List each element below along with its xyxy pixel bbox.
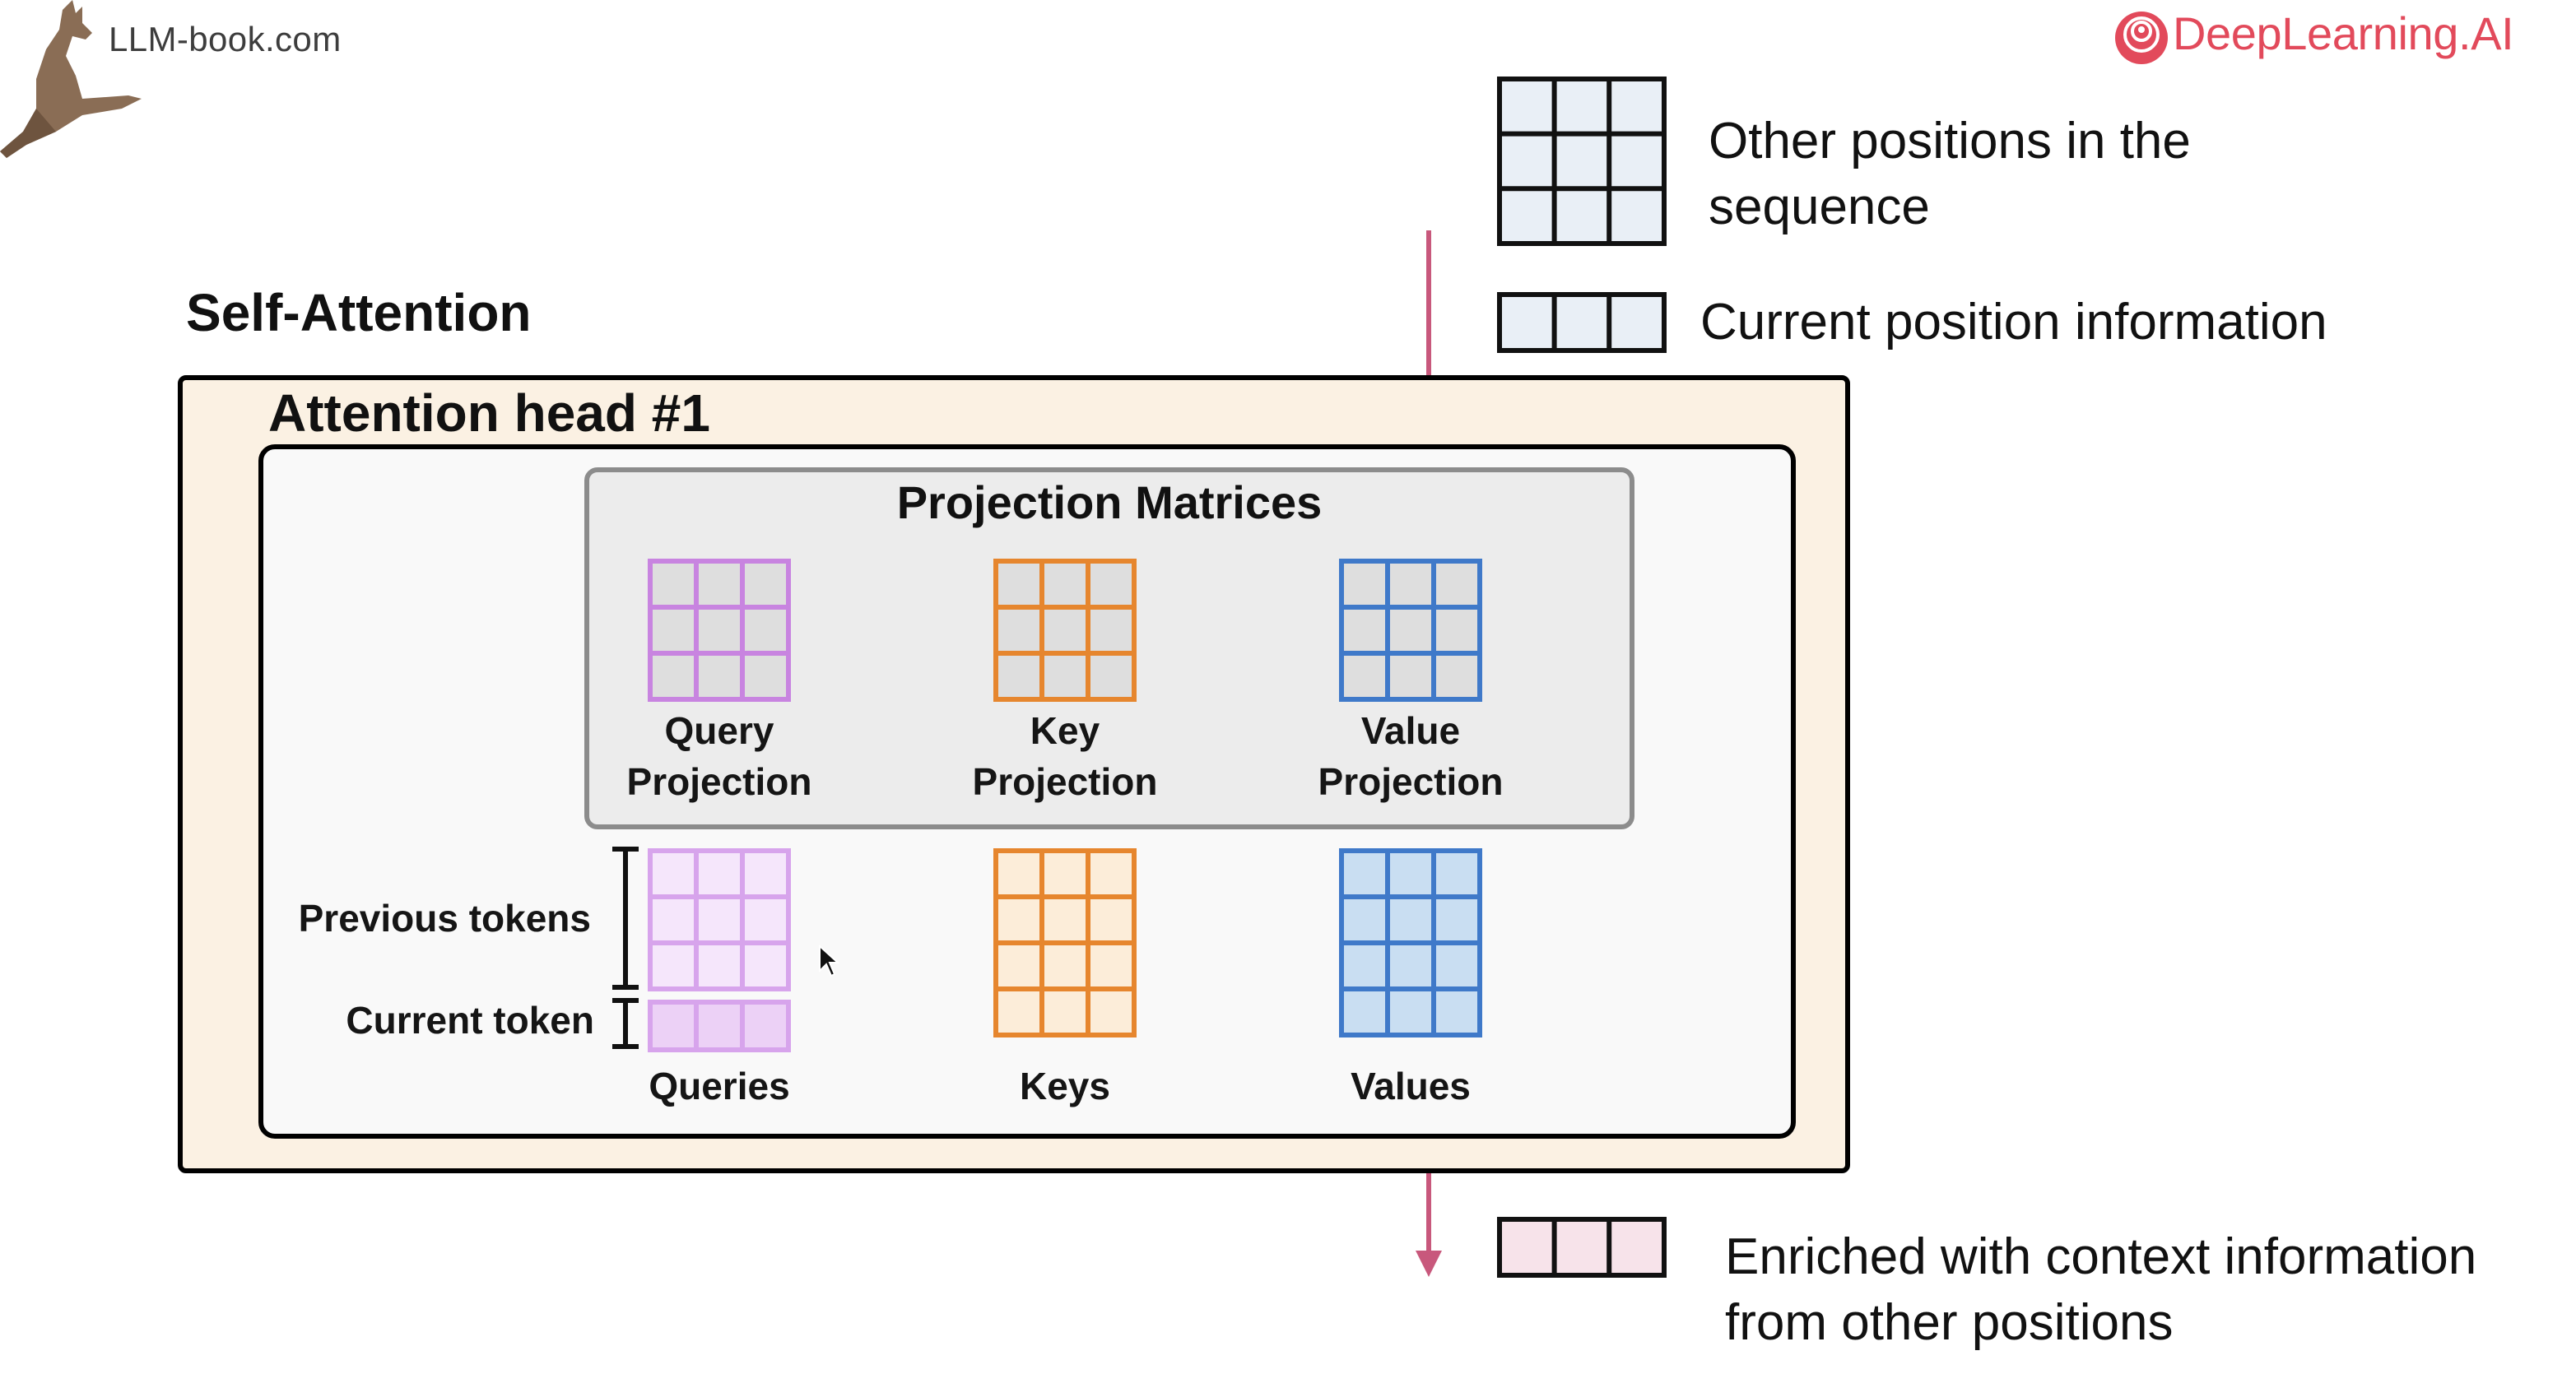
legend-enriched: Enriched with context information from o… [1725, 1224, 2476, 1356]
key-projection-label-line1: Key [1030, 709, 1100, 752]
key-projection-label: Key Projection [900, 706, 1230, 808]
queries-previous-matrix [648, 848, 791, 991]
previous-tokens-label: Previous tokens [298, 897, 591, 940]
previous-tokens-bracket [612, 847, 639, 990]
legend-other-positions: Other positions in the sequence [1709, 109, 2191, 240]
legend-other-positions-line2: sequence [1709, 178, 1930, 235]
legend-other-positions-line1: Other positions in the [1709, 112, 2191, 169]
deeplearning-logo-icon [2115, 12, 2168, 64]
value-projection-label-line1: Value [1360, 709, 1461, 752]
query-projection-label-line1: Query [664, 709, 774, 752]
legend-grid-1x3-enriched-icon [1497, 1217, 1667, 1278]
legend-enriched-line1: Enriched with context information [1725, 1228, 2477, 1285]
values-matrix [1339, 848, 1482, 1037]
flow-arrow [1416, 230, 1442, 1277]
attention-head-title: Attention head #1 [268, 383, 710, 443]
value-projection-matrix [1339, 559, 1482, 702]
value-projection-label: Value Projection [1246, 706, 1575, 808]
current-token-label: Current token [346, 999, 594, 1042]
legend-grid-1x3-current-icon [1497, 292, 1667, 353]
key-projection-matrix [993, 559, 1137, 702]
current-token-bracket [612, 998, 639, 1049]
key-projection-label-line2: Projection [972, 760, 1158, 803]
site-name: LLM-book.com [109, 21, 342, 59]
projection-matrices-title: Projection Matrices [896, 477, 1323, 528]
legend-enriched-line2: from other positions [1725, 1293, 2174, 1351]
queries-current-matrix [648, 1000, 791, 1052]
query-projection-label: Query Projection [555, 706, 884, 808]
legend-current-position: Current position information [1700, 293, 2327, 350]
value-projection-label-line2: Projection [1318, 760, 1504, 803]
values-label: Values [1351, 1065, 1471, 1107]
deeplearning-logo-text: DeepLearning.AI [2173, 8, 2514, 59]
kangaroo-logo-icon [0, 0, 142, 158]
keys-matrix [993, 848, 1137, 1037]
mouse-cursor-icon [819, 945, 840, 977]
keys-label: Keys [1020, 1065, 1110, 1107]
queries-label: Queries [649, 1065, 790, 1107]
query-projection-label-line2: Projection [626, 760, 812, 803]
self-attention-title: Self-Attention [186, 283, 532, 342]
legend-grid-3x3-icon [1497, 77, 1667, 246]
query-projection-matrix [648, 559, 791, 702]
